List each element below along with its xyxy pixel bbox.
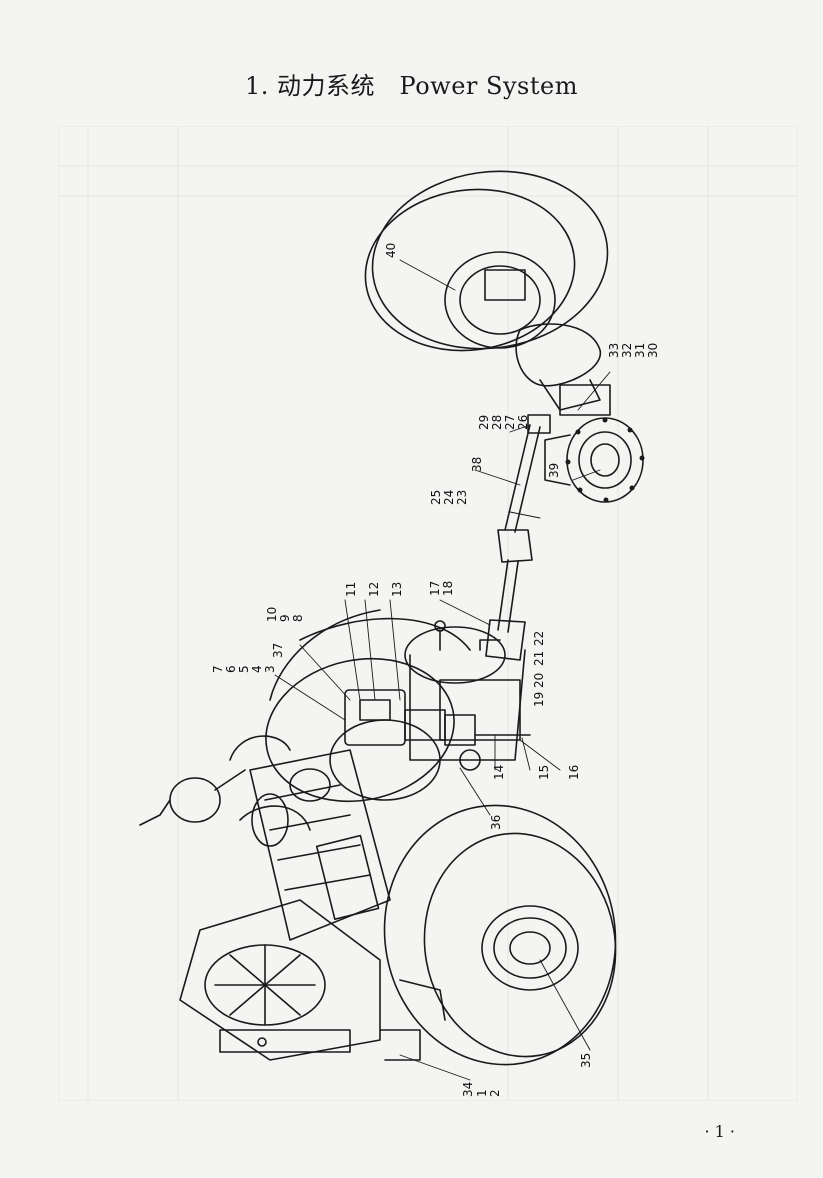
drive-shaft [485, 414, 551, 661]
callout-38: 38 [470, 457, 484, 472]
callout-21: 21 [532, 651, 546, 666]
callout-10: 10 [265, 607, 279, 622]
callout-4: 4 [250, 665, 264, 673]
hydraulic-pump [344, 689, 531, 771]
callout-39: 39 [547, 463, 561, 478]
callout-2: 2 [488, 1089, 502, 1097]
callout-24: 24 [442, 490, 456, 505]
upper-axle-housing [515, 323, 611, 416]
callout-32: 32 [620, 343, 634, 358]
callout-29: 29 [477, 415, 491, 430]
callout-28: 28 [490, 415, 504, 430]
callout-14: 14 [492, 765, 506, 780]
lower-wheel [383, 804, 617, 1066]
right-hub [544, 417, 645, 503]
callout-26: 26 [516, 415, 530, 430]
page-title: 1. 动力系统 Power System [245, 72, 578, 100]
callout-6: 6 [224, 665, 238, 673]
callout-27: 27 [503, 415, 517, 430]
upper-wheel [364, 170, 609, 352]
callout-23: 23 [455, 490, 469, 505]
callout-3: 3 [263, 665, 277, 673]
callout-18: 18 [441, 581, 455, 596]
callout-12: 12 [367, 582, 381, 597]
callout-17: 17 [428, 581, 442, 596]
callout-31: 31 [633, 343, 647, 358]
callout-25: 25 [429, 490, 443, 505]
callout-19: 19 [532, 692, 546, 707]
callout-33: 33 [607, 343, 621, 358]
callout-20: 20 [532, 673, 546, 688]
callout-34: 34 [461, 1082, 475, 1097]
callout-36: 36 [489, 815, 503, 830]
callout-15: 15 [537, 765, 551, 780]
callout-9: 9 [278, 614, 292, 622]
leader-lines [274, 259, 611, 1081]
callout-5: 5 [237, 665, 251, 673]
callout-1: 1 [475, 1089, 489, 1097]
callout-8: 8 [291, 614, 305, 622]
callout-35: 35 [579, 1053, 593, 1068]
callout-40: 40 [384, 243, 398, 258]
engine [139, 735, 391, 941]
callout-30: 30 [646, 343, 660, 358]
middle-disk [269, 609, 471, 701]
lower-frame [179, 899, 421, 1061]
gearbox [404, 620, 526, 761]
callout-13: 13 [390, 582, 404, 597]
ghost-table-grid [58, 126, 798, 1101]
callout-11: 11 [344, 582, 358, 597]
callout-37: 37 [271, 643, 285, 658]
callout-22: 22 [532, 631, 546, 646]
callout-16: 16 [567, 765, 581, 780]
callout-7: 7 [211, 665, 225, 673]
page-number: · 1 · [704, 1122, 735, 1141]
